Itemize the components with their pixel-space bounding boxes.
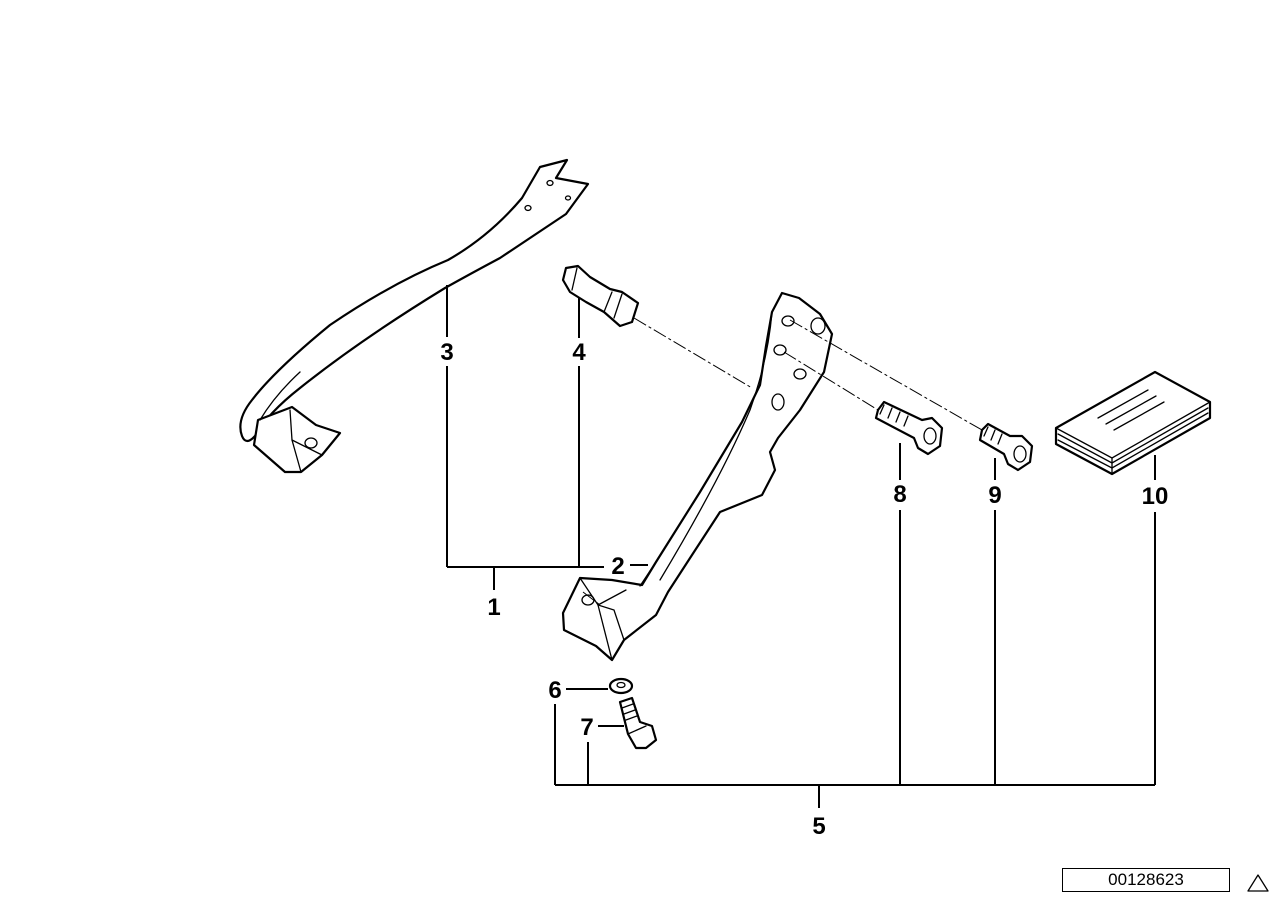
callout-8: 8 xyxy=(893,481,906,508)
part-7-bolt xyxy=(618,696,658,750)
reference-number: 00128623 xyxy=(1062,868,1230,892)
part-8-bolt xyxy=(874,400,944,456)
callout-2: 2 xyxy=(611,553,624,580)
callout-3: 3 xyxy=(440,339,453,366)
callout-labels: 1 2 3 4 5 6 7 8 9 10 xyxy=(440,339,1168,840)
callout-6: 6 xyxy=(548,677,561,704)
part-9-screw xyxy=(978,422,1034,472)
callout-7: 7 xyxy=(580,714,593,741)
callout-4: 4 xyxy=(572,339,586,366)
warning-triangle-icon xyxy=(1247,874,1269,892)
callout-1: 1 xyxy=(487,594,500,621)
part-2-right-bracket xyxy=(561,291,834,662)
part-3-left-handle xyxy=(239,158,590,474)
callout-10: 10 xyxy=(1142,483,1169,510)
alignment-lines xyxy=(582,317,983,606)
leader-lines xyxy=(446,285,1156,808)
part-10-booklet xyxy=(1054,370,1212,476)
callout-9: 9 xyxy=(988,482,1001,509)
callout-5: 5 xyxy=(812,813,825,840)
part-4-clip-pin xyxy=(561,264,640,328)
part-6-washer xyxy=(608,677,634,695)
